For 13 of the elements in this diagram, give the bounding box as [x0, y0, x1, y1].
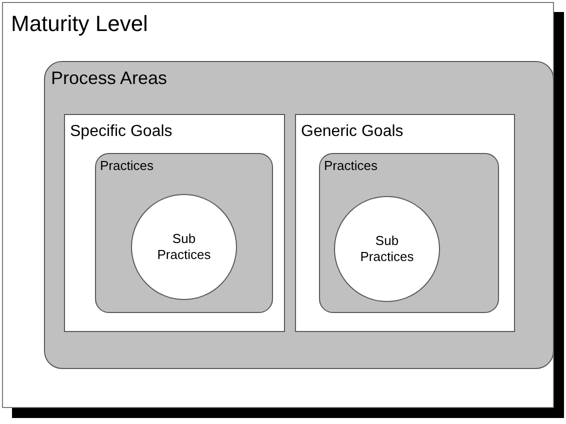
- node-label: Maturity Level: [11, 11, 149, 38]
- node-label: Process Areas: [51, 68, 168, 90]
- node-label: Sub Practices: [359, 233, 415, 265]
- process-area-panel: [44, 61, 554, 369]
- node-label: Generic Goals: [301, 122, 404, 142]
- practice-panel: [95, 153, 273, 313]
- node-label: Specific Goals: [70, 122, 174, 142]
- node-label: Practices: [324, 158, 378, 174]
- node-label: Practices: [100, 158, 154, 174]
- goal-box: [295, 114, 515, 332]
- goal-box: [64, 114, 285, 332]
- node-label: Sub Practices: [156, 231, 212, 263]
- practice-panel: [319, 153, 499, 313]
